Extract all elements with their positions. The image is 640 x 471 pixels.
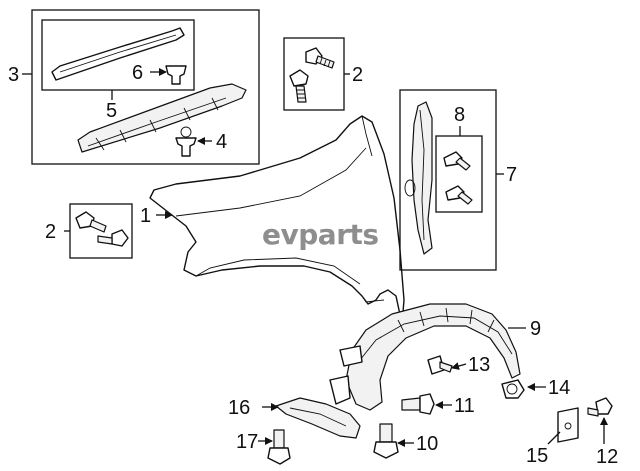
callout-12: 12	[596, 446, 618, 468]
callout-6: 6	[132, 62, 143, 84]
bolt-box-upper: 2	[283, 37, 363, 111]
bolt-17-icon	[267, 429, 291, 465]
bolt-10-icon	[373, 423, 399, 459]
fender-seal	[411, 101, 433, 255]
clip-13-icon	[427, 355, 453, 375]
bolt-icon	[97, 229, 129, 247]
callout-2-lower: 2	[45, 221, 56, 243]
callout-2-upper: 2	[352, 64, 363, 86]
bolt-12-icon	[587, 397, 613, 417]
splash-shield-16	[275, 397, 361, 439]
group-box-3	[31, 9, 260, 165]
callout-17: 17	[236, 431, 258, 453]
fender-liner	[329, 303, 521, 411]
callout-13: 13	[468, 354, 490, 376]
bracket-15-icon	[557, 407, 579, 443]
bolt-box-lower: 2	[45, 203, 133, 259]
callout-8: 8	[454, 104, 465, 126]
callout-5: 5	[106, 100, 117, 122]
bolt-icon	[289, 69, 309, 103]
evparts-watermark: evparts	[262, 218, 379, 251]
watermark-suffix: parts	[298, 218, 378, 251]
clip-8-icon	[443, 151, 471, 171]
callout-4: 4	[216, 131, 227, 153]
seal-group: 7 8	[399, 89, 517, 271]
bolt-icon	[305, 47, 335, 69]
molding-assembly-group: 3 6 5 4	[8, 9, 260, 165]
front-fender	[149, 115, 405, 325]
callout-10: 10	[416, 433, 438, 455]
bolt-icon	[75, 211, 107, 233]
group-box-5	[41, 19, 195, 91]
callout-16: 16	[228, 397, 250, 419]
callout-15: 15	[526, 445, 548, 467]
grommet-14-icon	[501, 379, 525, 399]
callout-9: 9	[530, 318, 541, 340]
callout-1: 1	[140, 205, 151, 227]
clip-8-icon	[445, 185, 473, 205]
watermark-prefix: ev	[262, 218, 298, 251]
fender-molding-upper	[51, 27, 185, 81]
callout-11: 11	[454, 395, 475, 417]
callout-14: 14	[548, 377, 570, 399]
callout-7: 7	[506, 164, 517, 186]
callout-3: 3	[8, 64, 19, 86]
clip-6-icon	[165, 65, 187, 85]
bolt-11-icon	[401, 393, 435, 415]
clip-4-icon	[175, 137, 197, 157]
svg-text:evparts: evparts	[262, 218, 379, 251]
clip-box-8	[435, 135, 483, 213]
